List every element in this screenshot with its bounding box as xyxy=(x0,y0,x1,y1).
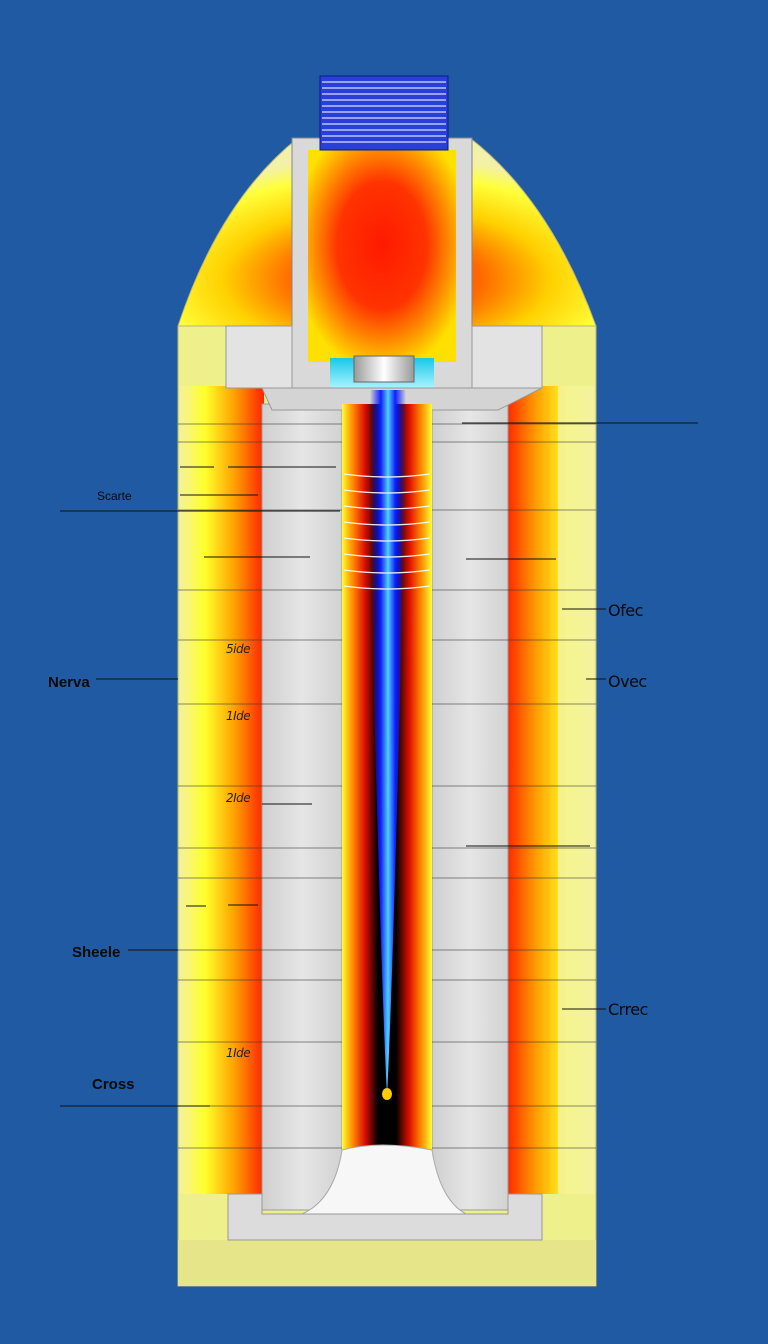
channel-ring xyxy=(343,521,431,526)
beam-tip xyxy=(382,1088,392,1100)
channel-rings xyxy=(343,473,431,590)
channel-ring xyxy=(343,553,431,558)
right-outer-strip xyxy=(558,386,594,1194)
right-gray-column xyxy=(431,403,509,1211)
tick-label-2: 1Ide xyxy=(226,709,251,723)
label-ofec: Ofec xyxy=(608,601,643,620)
label-crrec: Crrec xyxy=(608,1000,648,1019)
tick-label-4: 1Ide xyxy=(226,1046,251,1060)
leader-lines xyxy=(60,422,698,1107)
label-scarte: Scarte xyxy=(97,489,132,503)
cross-section-lines xyxy=(178,423,596,1149)
channel-ring xyxy=(343,585,431,590)
channel-ring xyxy=(343,473,431,478)
top-core-block xyxy=(291,137,473,393)
channel-ring xyxy=(343,537,431,542)
channel-ring xyxy=(343,569,431,574)
channel-ring xyxy=(343,489,431,494)
blue-cap xyxy=(319,75,449,151)
channel-ring xyxy=(343,505,431,510)
tick-label-1: 5ide xyxy=(226,642,250,656)
label-sheele: Sheele xyxy=(72,944,121,961)
blue-core-beam xyxy=(370,390,406,1096)
left-heat-wall xyxy=(180,386,264,1194)
label-cross: Cross xyxy=(92,1076,135,1093)
bottom-nozzle xyxy=(227,1144,543,1241)
cap-stripes xyxy=(322,81,446,143)
label-nerva: Nerva xyxy=(48,674,90,691)
label-ovec: Ovec xyxy=(608,672,647,691)
left-gray-column xyxy=(261,403,343,1211)
tick-label-3: 2Ide xyxy=(226,791,251,805)
